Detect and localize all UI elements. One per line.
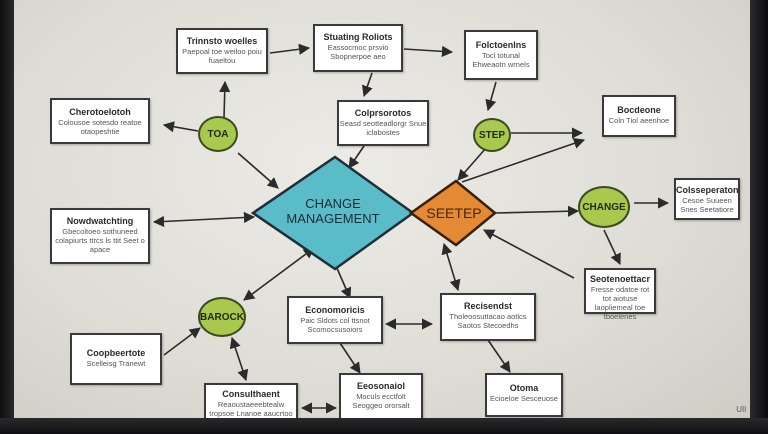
box-trinnsto-woelles: Trinnsto woelles Paepoal toe weiloo poiu… — [176, 28, 268, 74]
box-subtitle: Moculs ecctfolt Seoggeo ororsalt — [352, 392, 410, 410]
arrow-b2-b5 — [362, 72, 373, 98]
box-title: Bocdeone — [617, 105, 661, 115]
arrow-seetep-b6 — [461, 137, 586, 183]
box-stuating-roliots: Stuating Roliots Eassocmoc prsvio Sbopne… — [313, 24, 403, 72]
box-subtitle: Paic Sldots col ttsnot Scomocsusoiors — [300, 316, 370, 334]
change-management-label: CHANGE MANAGEMENT — [266, 196, 400, 226]
box-title: Recisendst — [463, 301, 513, 311]
arrow-step-seetep — [457, 147, 487, 181]
box-subtitle: Scelleisg Tranewt — [86, 359, 146, 368]
box-colsseperaton: Colsseperaton Cesoe Suueen Snes Seetatio… — [674, 178, 740, 220]
arrow-toa-b4 — [162, 121, 199, 133]
box-title: Coopbeertote — [86, 348, 146, 358]
monitor-bezel-bottom — [0, 418, 768, 434]
box-bocdeone: Bocdeone Coln Tiol aeenhoe — [602, 95, 676, 137]
change-management-line2: MANAGEMENT — [286, 211, 380, 226]
arrow-b11-b15 — [487, 339, 511, 373]
arrow-b12-barock — [163, 327, 201, 356]
box-title: Colprsorotos — [354, 108, 412, 118]
monitor-bezel-left — [0, 0, 14, 434]
box-title: Seotenoettacr — [589, 274, 651, 284]
box-subtitle: Cesoe Suueen Snes Seetatiore — [680, 196, 734, 214]
box-subtitle: Fresse odatce rot tot aiotuse laopliemea… — [590, 285, 650, 321]
seetep-diamond — [408, 179, 497, 247]
change-management-diamond — [250, 155, 416, 271]
box-seotenoettacr: Seotenoettacr Fresse odatce rot tot aiot… — [584, 268, 656, 321]
box-subtitle: Gbecoltoeo sothuneed colapiurts ttrcs ls… — [55, 227, 145, 254]
arrow-toa-diamond — [237, 152, 279, 189]
change-management-line1: CHANGE — [305, 196, 361, 211]
box-title: Folctoenlns — [475, 40, 527, 50]
box-cherotoelotoh: Cherotoelotoh Colousoe sotesdo reatoe ot… — [50, 98, 150, 144]
box-title: Nowdwatchting — [66, 216, 134, 226]
barock-node: BAROCK — [198, 297, 246, 337]
arrow-barock-b13 — [229, 336, 249, 382]
box-subtitle: Paepoal toe weiloo poiu fuaeltou — [182, 47, 262, 65]
box-title: Trinnsto woelles — [186, 36, 258, 46]
change-node: CHANGE — [578, 186, 630, 228]
arrow-seetep-b11 — [441, 242, 461, 292]
seetep-label: SEETEP — [426, 205, 482, 221]
arrow-diamond-b10 — [335, 265, 352, 300]
box-subtitle: Tholeoosuttacao aotlcs Saotos Stecoedhs — [449, 312, 527, 330]
box-otoma: Otoma Ecioeloe Sesceuose — [485, 373, 563, 417]
box-recisendst: Recisendst Tholeoosuttacao aotlcs Saotos… — [440, 293, 536, 341]
step-node: STEP — [473, 118, 511, 152]
arrow-b5-diamond — [348, 145, 365, 169]
arrow-seetep-b9 — [483, 229, 575, 279]
box-title: Colsseperaton — [676, 185, 739, 195]
arrow-seetep-change — [494, 205, 580, 217]
arrow-b1-b2 — [269, 43, 311, 55]
arrow-b10-b14 — [339, 342, 361, 374]
box-coopbeertote: Coopbeertote Scelleisg Tranewt — [70, 333, 162, 385]
box-subtitle: Eassocmoc prsvio Sbopnerpoe aeo — [327, 43, 389, 61]
box-subtitle: Seasd seotteadlorgr Snue iclabostes — [339, 119, 427, 137]
box-nowdwatchting: Nowdwatchting Gbecoltoeo sothuneed colap… — [50, 208, 150, 264]
box-folctoenlns: Folctoenlns Tocl totunal Ehweaotn wrnels — [464, 30, 538, 80]
box-title: Eeosonaiol — [356, 381, 405, 391]
box-title: Consulthaent — [222, 389, 280, 399]
box-subtitle: Ecioeloe Sesceuose — [490, 394, 558, 403]
box-colprsorotos: Colprsorotos Seasd seotteadlorgr Snue ic… — [337, 100, 429, 146]
box-subtitle: Reaoustaeeebtealw tropsoe Lnanoe aaucrto… — [209, 400, 293, 418]
toa-node: TOA — [198, 116, 238, 152]
box-title: Economoricis — [305, 305, 365, 315]
connector-arrows — [152, 43, 670, 414]
monitor-bezel-right — [750, 0, 768, 434]
box-title: Stuating Roliots — [323, 32, 393, 42]
arrow-b7-diamond — [152, 211, 256, 228]
arrow-change-b9 — [603, 229, 621, 266]
box-consulthaent: Consulthaent Reaoustaeeebtealw tropsoe L… — [204, 383, 298, 423]
arrow-barock-diamond — [243, 247, 315, 301]
box-eeosonaiol: Eeosonaiol Moculs ecctfolt Seoggeo orors… — [339, 373, 423, 421]
box-economoricis: Economoricis Paic Sldots col ttsnot Scom… — [287, 296, 383, 344]
diagram-canvas — [152, 43, 670, 414]
box-subtitle: Tocl totunal Ehweaotn wrnels — [472, 51, 530, 69]
monitor-screen: CHANGE MANAGEMENT SEETEP TOA STEP CHANGE… — [14, 0, 750, 424]
arrow-b2-b3 — [403, 45, 454, 57]
box-title: Cherotoelotoh — [69, 107, 131, 117]
box-subtitle: Coln Tiol aeenhoe — [608, 116, 670, 125]
box-subtitle: Colousoe sotesdo reatoe otaopeshtie — [58, 118, 142, 136]
box-title: Otoma — [509, 383, 539, 393]
arrow-b3-step — [485, 81, 497, 112]
corner-watermark: UIl — [736, 405, 746, 414]
arrow-toa-b1 — [219, 80, 231, 119]
